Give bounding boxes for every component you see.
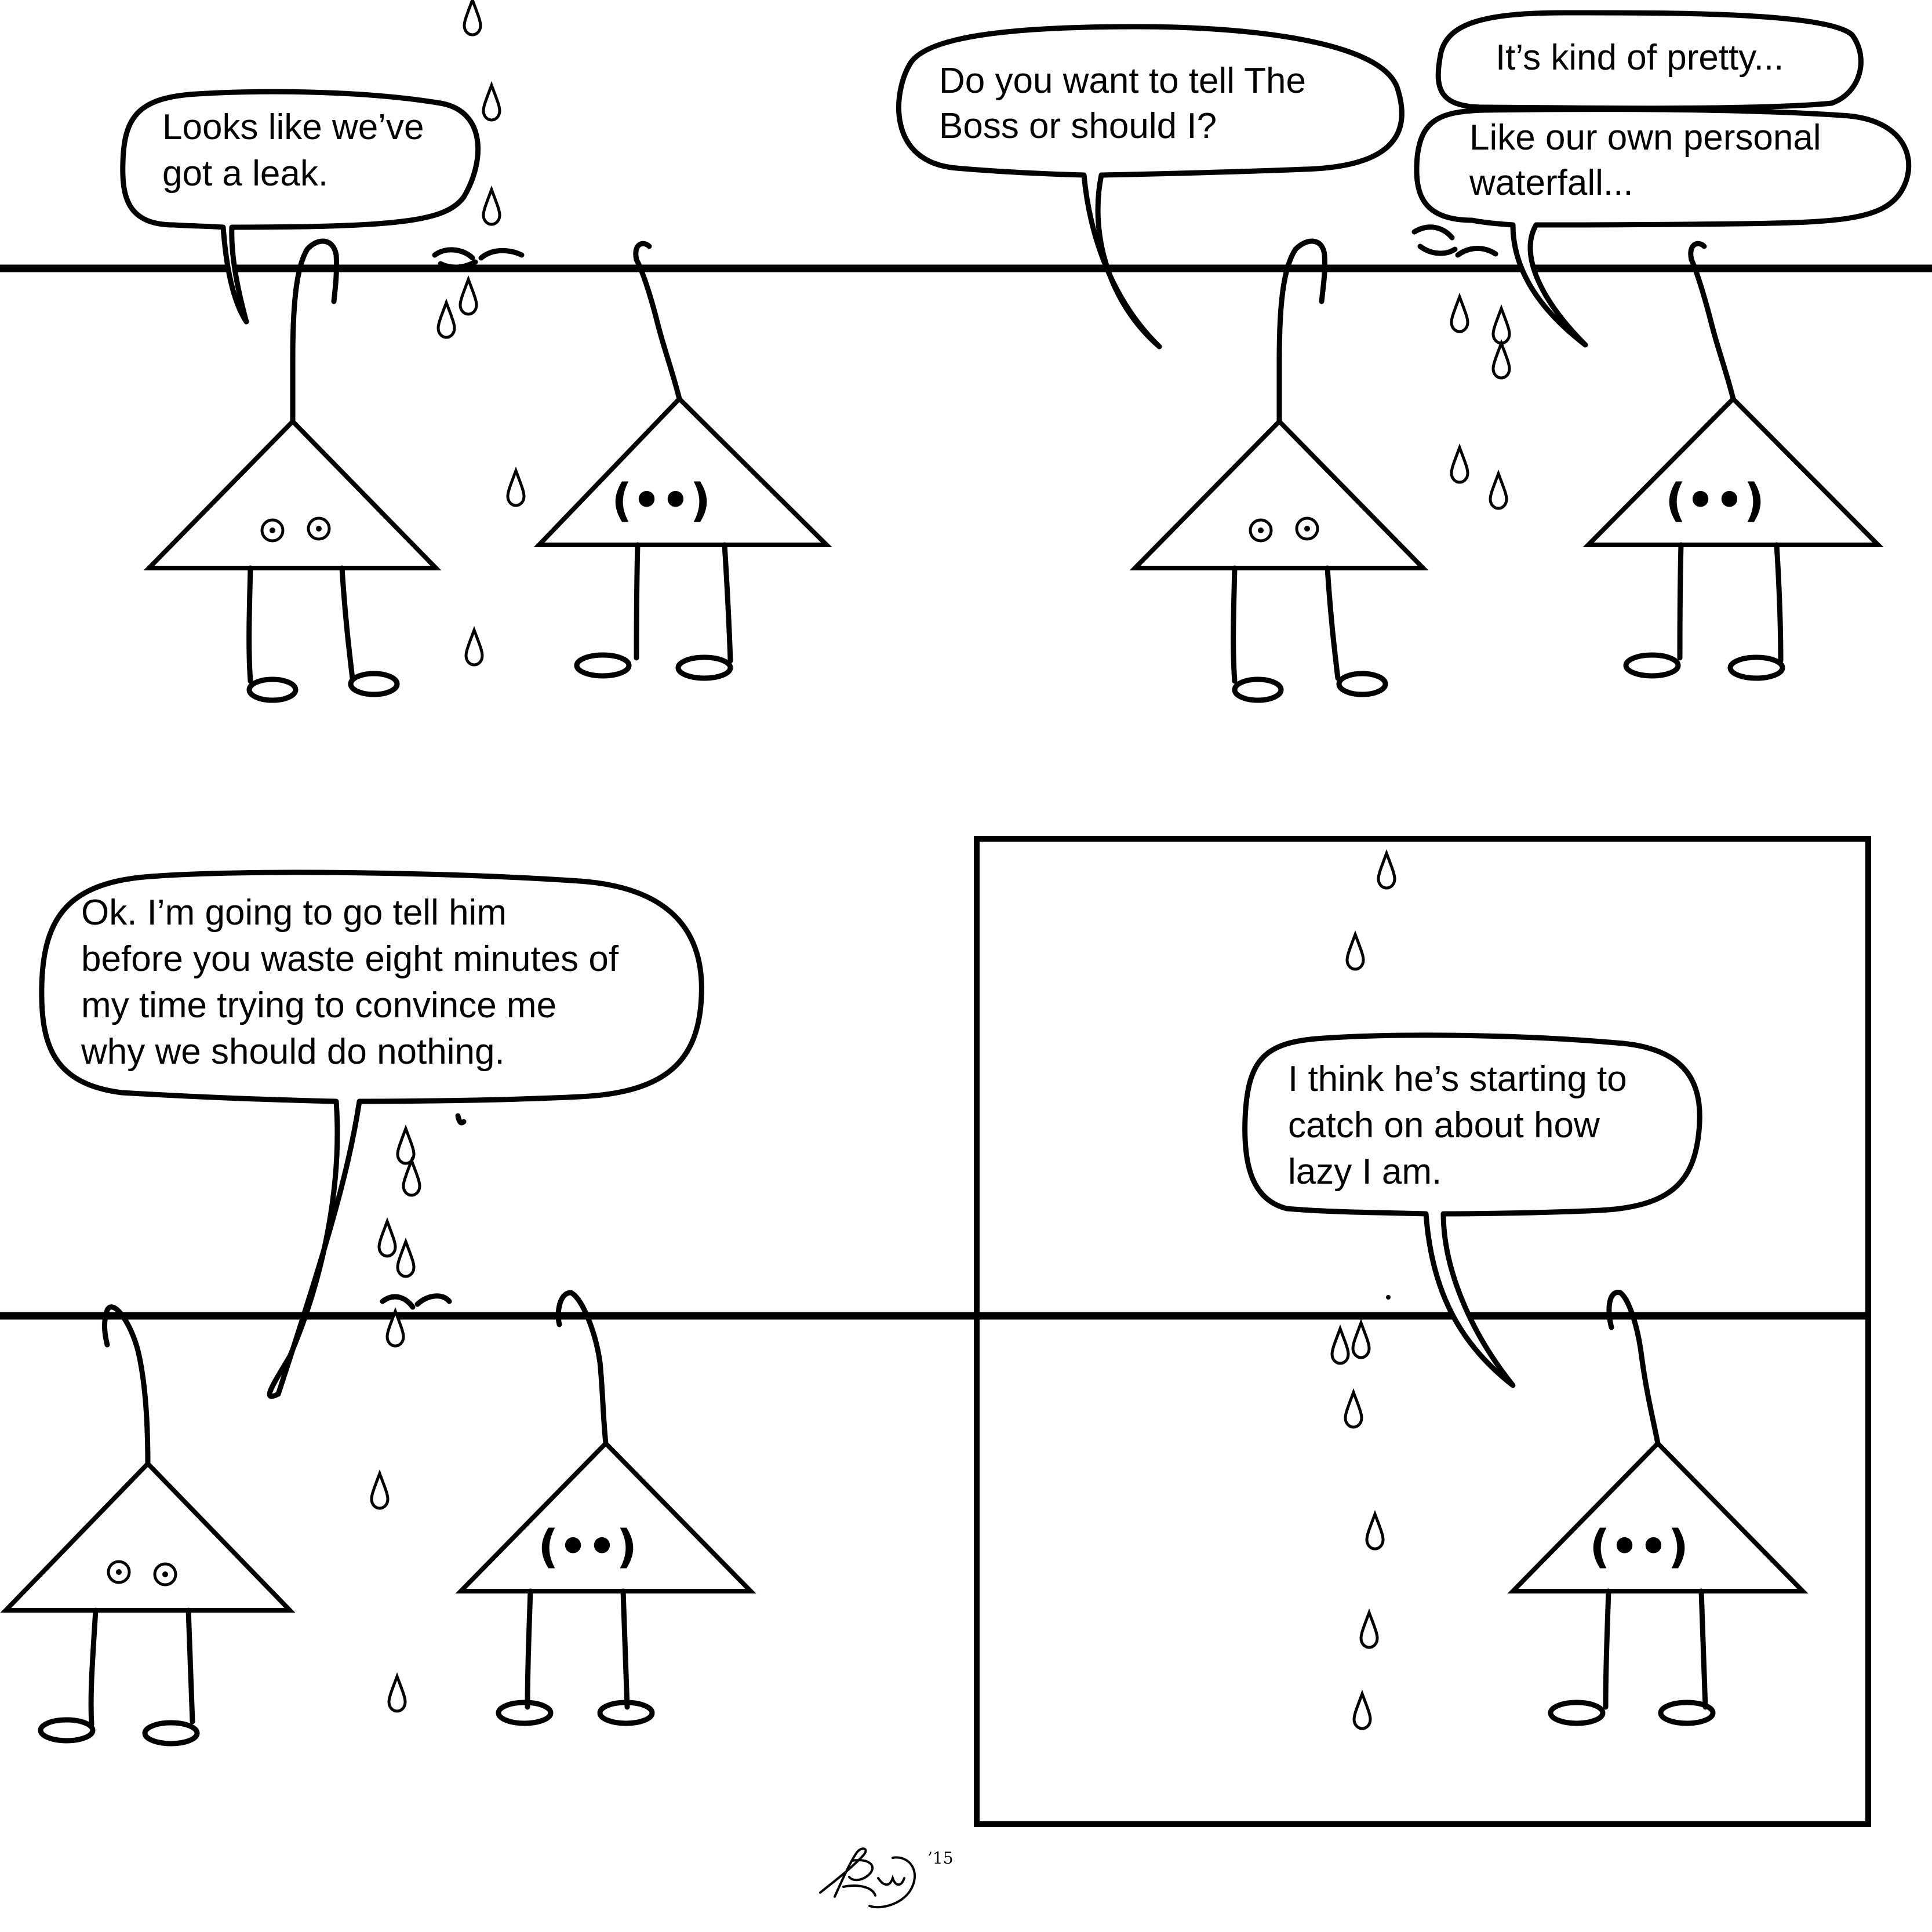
foot-left: [1623, 652, 1681, 679]
bubble-3-line-3: my time trying to convince me: [81, 985, 556, 1025]
hanger-hook: [102, 1304, 151, 1467]
hanger-hook: [633, 241, 682, 402]
panel-2: Do you want to tell The Boss or should I…: [896, 10, 1932, 703]
bubble-4-line-3: lazy I am.: [1288, 1152, 1442, 1192]
splash: [432, 247, 525, 270]
speech-bubble-1: Looks like we’ve got a leak.: [120, 89, 481, 325]
bubble-3-line-4: why we should do nothing.: [81, 1032, 505, 1072]
bubble-3-line-1: Ok. I’m going to go tell him: [81, 893, 507, 933]
leg-right: [620, 1588, 630, 1710]
leg-right: [1325, 565, 1341, 681]
foot-right: [1727, 654, 1785, 681]
surprised-hanger-character: [1129, 238, 1429, 703]
splash: [1411, 224, 1498, 258]
splash: [380, 1293, 452, 1310]
leg-left: [88, 1607, 99, 1727]
panel-3: Ok. I’m going to go tell him before you …: [0, 869, 977, 1747]
bubble-4-line-1: I think he’s starting to: [1288, 1059, 1627, 1099]
smug-face: (••): [1589, 1521, 1689, 1573]
svg-text:Ok. I’m going to go tell him: Ok. I’m going to go tell him before you …: [81, 893, 628, 1072]
bubble-4-line-2: catch on about how: [1288, 1105, 1600, 1145]
water-drops: [372, 1113, 467, 1711]
hanger-hook: [1276, 238, 1327, 424]
surprised-hanger-character: [0, 1304, 296, 1747]
panel-4: I think he’s starting to catch on about …: [974, 836, 1871, 1827]
leg-left: [1231, 565, 1238, 684]
bubble-2b-line-2: waterfall...: [1469, 163, 1633, 203]
bubble-2b-top-line-1: It’s kind of pretty...: [1496, 38, 1784, 78]
foot-left: [246, 676, 299, 703]
smug-face: (••): [612, 475, 711, 527]
smug-hanger-character: (••): [1582, 241, 1884, 681]
panel-frame: [974, 836, 1871, 1827]
surprised-hanger-character: [143, 238, 442, 703]
leg-left: [634, 542, 641, 661]
leg-right: [1698, 1588, 1708, 1710]
artist-signature: ’15: [819, 1847, 954, 1909]
leg-left: [246, 565, 253, 684]
speech-bubble-2b: Like our own personal waterfall...: [1414, 107, 1912, 348]
bubble-3-line-2: before you waste eight minutes of: [81, 939, 619, 979]
leg-right: [722, 542, 733, 664]
speech-bubble-2: Do you want to tell The Boss or should I…: [896, 24, 1405, 350]
foot-right: [1336, 671, 1388, 697]
leg-right: [1774, 542, 1784, 664]
bubble-1-line-2: got a leak.: [162, 154, 328, 194]
hanger-hook: [290, 238, 340, 424]
signature-mark: [819, 1847, 916, 1909]
foot-right: [597, 1700, 655, 1726]
foot-right: [1658, 1700, 1716, 1726]
speech-bubble-2b-top: It’s kind of pretty...: [1435, 10, 1864, 111]
hanger-body: [1582, 395, 1884, 547]
foot-left: [38, 1717, 96, 1744]
bubble-2b-line-1: Like our own personal: [1469, 118, 1821, 158]
hanger-hook: [1688, 241, 1736, 402]
svg-text:Do you want to tell The: Do you want to tell The Boss or should I…: [939, 61, 1316, 146]
smug-face: (••): [538, 1521, 637, 1573]
signature-year: ’15: [927, 1849, 954, 1868]
foot-right: [675, 654, 733, 681]
foot-left: [1548, 1700, 1606, 1726]
hanger-body: [455, 1440, 756, 1593]
smug-face: (••): [1665, 475, 1764, 527]
leg-left: [1677, 542, 1684, 661]
hanger-body: [0, 1460, 296, 1613]
hanger-hook: [1606, 1290, 1661, 1446]
svg-text:Looks like we’ve got a: Looks like we’ve got a leak.: [162, 107, 434, 194]
hanger-body: [1129, 418, 1429, 570]
smug-hanger-character: (••): [1507, 1290, 1809, 1726]
hanger-hook: [555, 1290, 609, 1446]
leg-right: [339, 565, 355, 681]
foot-left: [1232, 676, 1284, 703]
water-drops: [1411, 224, 1509, 508]
foot-left: [496, 1700, 554, 1726]
speech-bubble-4: I think he’s starting to catch on about …: [1242, 1032, 1702, 1388]
smug-hanger-character: (••): [533, 241, 832, 681]
water-drops: [1332, 853, 1395, 1729]
foot-right: [348, 671, 400, 697]
speech-bubble-3: Ok. I’m going to go tell him before you …: [39, 869, 704, 1399]
bubble-1-line-1: Looks like we’ve: [162, 107, 424, 147]
hanger-body: [143, 418, 442, 570]
bubble-2-line-1: Do you want to tell The: [939, 61, 1306, 101]
svg-text:I think he’s starting to: I think he’s starting to catch on about …: [1288, 1059, 1637, 1192]
svg-text:Like our own personal: Like our own personal waterfall...: [1469, 118, 1831, 203]
hanger-body: [533, 395, 832, 547]
leg-left: [525, 1588, 533, 1710]
smug-hanger-character: (••): [455, 1290, 756, 1726]
leg-left: [1603, 1588, 1611, 1710]
panel-1: Looks like we’ve got a leak. (••): [0, 0, 927, 703]
svg-text:It’s kind of pretty...: It’s kind of pretty...: [1496, 38, 1784, 78]
leg-right: [185, 1607, 195, 1724]
foot-left: [574, 652, 632, 679]
water-drops: [432, 0, 525, 665]
foot-right: [142, 1720, 200, 1747]
bubble-2-line-2: Boss or should I?: [939, 106, 1217, 146]
hanger-body: [1507, 1440, 1809, 1593]
